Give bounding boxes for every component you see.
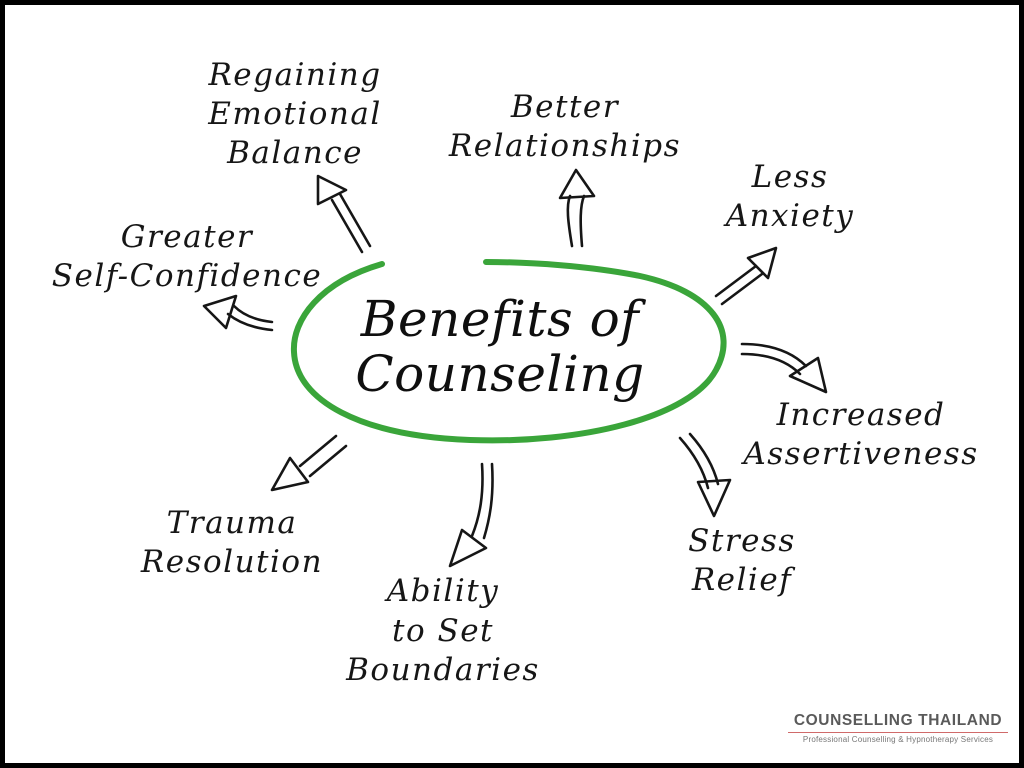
brand-tagline: Professional Counselling & Hypnotherapy … [802, 735, 994, 744]
arrow-trauma-resolution [270, 434, 348, 492]
benefit-ability-to-set-boundaries: Ability to Set Boundaries [318, 572, 568, 691]
benefit-line: Self-Confidence [51, 257, 323, 294]
benefit-increased-assertiveness: Increased Assertiveness [716, 396, 1006, 474]
benefit-better-relationships: Better Relationships [420, 88, 710, 166]
arrow-stress-relief [678, 432, 732, 518]
benefit-line: to Set [391, 612, 494, 649]
benefit-line: Regaining [208, 57, 382, 93]
benefit-line: Relationships [448, 127, 682, 164]
benefit-line: Resolution [140, 543, 324, 580]
center-title: Benefits of Counseling [320, 292, 680, 402]
benefit-trauma-resolution: Trauma Resolution [112, 504, 352, 582]
benefit-stress-relief: Stress Relief [672, 522, 812, 600]
benefit-line: Relief [691, 561, 793, 598]
benefit-line: Stress [688, 523, 796, 559]
benefit-line: Anxiety [725, 197, 855, 234]
arrow-increased-assertiveness [740, 342, 828, 394]
benefit-line: Less [751, 159, 829, 195]
center-ellipse [290, 259, 727, 444]
brand-logo: COUNSELLING THAILAND Professional Counse… [782, 712, 1014, 744]
brand-divider [788, 732, 1008, 733]
benefit-less-anxiety: Less Anxiety [700, 158, 880, 236]
center-title-line-1: Benefits of [360, 290, 640, 348]
benefit-line: Trauma [166, 505, 298, 541]
diagram-canvas [5, 5, 1019, 763]
arrow-greater-self-confidence [202, 294, 274, 332]
center-title-line-2: Counseling [355, 345, 645, 403]
benefit-line: Boundaries [346, 652, 540, 689]
benefit-line: Assertiveness [743, 435, 979, 472]
benefit-line: Emotional [208, 95, 382, 132]
benefit-line: Increased [776, 397, 946, 433]
benefit-line: Greater [120, 219, 254, 255]
benefit-line: Better [510, 89, 620, 125]
benefit-line: Balance [227, 134, 363, 171]
brand-name: COUNSELLING THAILAND [793, 712, 1003, 729]
benefit-greater-self-confidence: Greater Self-Confidence [22, 218, 352, 296]
arrow-less-anxiety [714, 246, 778, 306]
arrow-ability-to-set-boundaries [448, 462, 494, 568]
benefit-line: Ability [386, 573, 500, 609]
benefit-regaining-emotional-balance: Regaining Emotional Balance [170, 56, 420, 172]
arrow-better-relationships [558, 168, 596, 248]
arrow-regaining-emotional-balance [316, 174, 372, 254]
